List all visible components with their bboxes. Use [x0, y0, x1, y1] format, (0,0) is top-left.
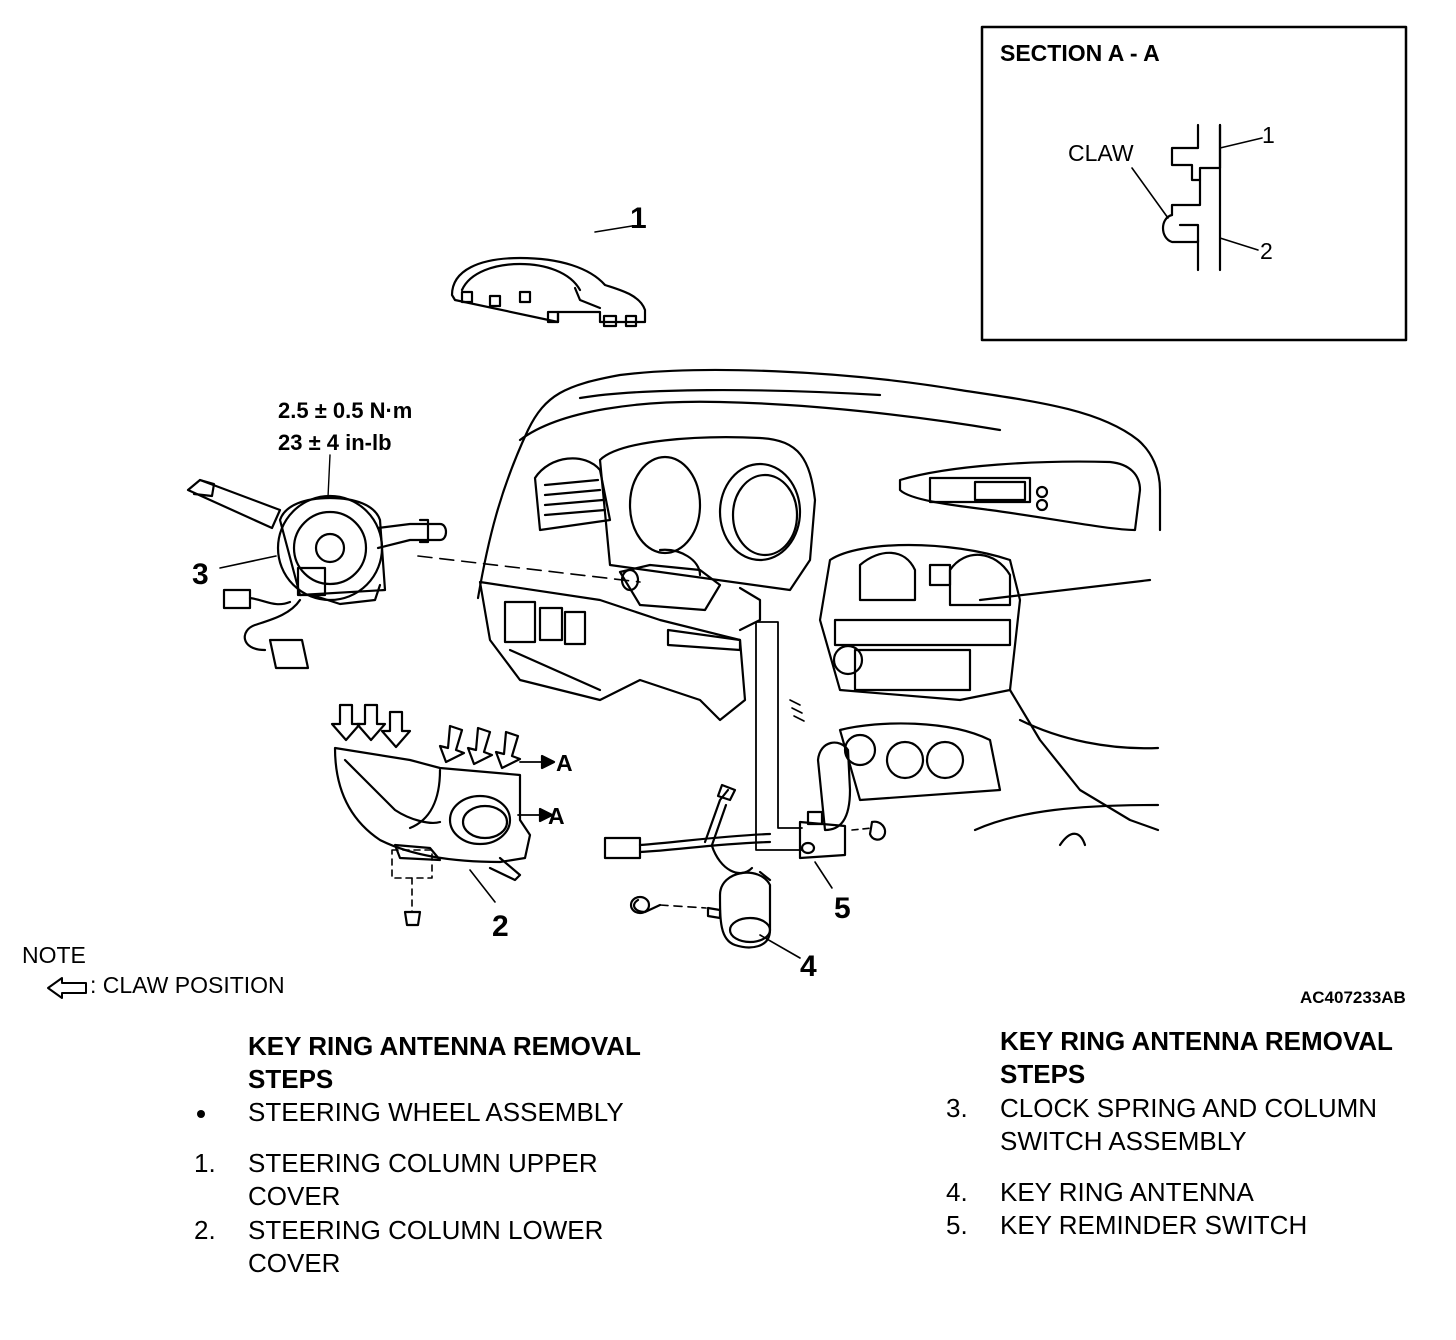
note-heading: NOTE [22, 942, 86, 968]
note-claw-position: : CLAW POSITION [90, 972, 285, 998]
step-text-line2: SWITCH ASSEMBLY [1000, 1126, 1247, 1156]
claw-position-arrow-icon [47, 977, 87, 999]
step-number: 4. [946, 1177, 968, 1207]
step-bullet-icon [197, 1110, 205, 1118]
dashboard-outline [476, 368, 1162, 851]
step-text-line2: COVER [248, 1248, 341, 1278]
lower-cover-part-2 [330, 703, 556, 927]
callout-4: 4 [800, 950, 817, 983]
section-a-a-box [980, 25, 1408, 342]
key-reminder-switch-part-5 [798, 810, 887, 889]
steps-right-title-line2: STEPS [1000, 1059, 1086, 1089]
alignment-dashed-line [417, 555, 641, 583]
step-text-line1: STEERING COLUMN LOWER [248, 1215, 604, 1245]
section-a-marker-upper: A [556, 750, 573, 776]
section-title: SECTION A - A [1000, 40, 1160, 66]
step-text-line1: STEERING COLUMN UPPER [248, 1148, 598, 1178]
step-text: STEERING WHEEL ASSEMBLY [248, 1097, 624, 1127]
step-text-line1: KEY REMINDER SWITCH [1000, 1210, 1308, 1240]
claw-label: CLAW [1068, 140, 1134, 166]
step-number: 2. [194, 1215, 216, 1245]
step-text-line1: CLOCK SPRING AND COLUMN [1000, 1093, 1378, 1123]
step-text-line1: KEY RING ANTENNA [1000, 1177, 1254, 1207]
section-part-2-label: 2 [1260, 238, 1273, 264]
key-ring-antenna-part-4 [603, 783, 801, 959]
figure-code: AC407233AB [1300, 988, 1406, 1007]
step-number: 3. [946, 1093, 968, 1123]
torque-spec-metric: 2.5 ± 0.5 N·m [278, 398, 413, 423]
steps-right-title-line1: KEY RING ANTENNA REMOVAL [1000, 1026, 1393, 1056]
callout-3: 3 [192, 558, 209, 591]
section-claw-detail [1131, 123, 1263, 272]
callout-2: 2 [492, 910, 509, 943]
steps-left-title-line2: STEPS [248, 1064, 334, 1094]
section-a-marker-lower: A [548, 803, 565, 829]
step-number: 1. [194, 1148, 216, 1178]
section-part-1-label: 1 [1262, 122, 1275, 148]
clock-spring-column-switch-part-3 [186, 454, 448, 670]
callout-5: 5 [834, 892, 851, 925]
torque-spec-imperial: 23 ± 4 in-lb [278, 430, 392, 455]
steps-left-title-line1: KEY RING ANTENNA REMOVAL [248, 1031, 641, 1061]
step-number: 5. [946, 1210, 968, 1240]
callout-1: 1 [630, 202, 647, 235]
upper-cover-part-1 [450, 225, 647, 328]
step-text-line2: COVER [248, 1181, 341, 1211]
